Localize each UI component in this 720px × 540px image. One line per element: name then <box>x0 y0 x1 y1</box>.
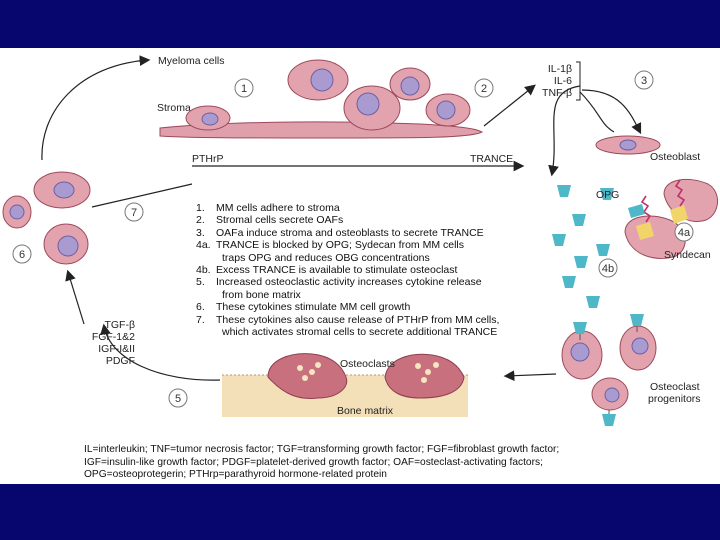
step-4a-text: 4a <box>678 227 691 239</box>
step-7-text: 7 <box>131 207 137 219</box>
osteoclast-progenitors-label-2: progenitors <box>648 393 701 405</box>
abbreviation-line: IGF=insulin-like growth factor; PDGF=pla… <box>84 457 644 470</box>
myeloma-cells-on-stroma <box>186 60 470 130</box>
osteoclasts-label: Osteoclasts <box>340 358 395 370</box>
bottom-frame-bar <box>0 484 720 540</box>
osteoclast-progenitors-label-1: Osteoclast <box>650 381 700 393</box>
cytokine-il1: IL-1β <box>548 63 572 75</box>
top-frame-bar <box>0 0 720 48</box>
step-3-text: 3 <box>641 75 647 87</box>
step-5-text: 5 <box>175 393 181 405</box>
step-6-text: 6 <box>19 249 25 261</box>
pthrp-label: PTHrP <box>192 153 224 165</box>
arrow-to-myeloma-group <box>68 272 84 324</box>
growth-factor-tgf: TGF-β <box>104 319 135 331</box>
legend-line: 7.These cytokines also cause release of … <box>196 314 536 326</box>
pthrp-connector <box>92 184 192 207</box>
osteoblast-label: Osteoblast <box>650 151 700 163</box>
legend-line: 3.OAFa induce stroma and osteoblasts to … <box>196 227 536 239</box>
abbreviation-line: OPG=osteoprotegerin; PTHrp=parathyroid h… <box>84 469 644 482</box>
legend-line: 4b.Excess TRANCE is available to stimula… <box>196 264 536 276</box>
syndecan-label: Syndecan <box>664 249 711 261</box>
opg-label: OPG <box>596 189 619 201</box>
growth-factor-fgf: FGF-1&2 <box>92 331 135 343</box>
step-1-text: 1 <box>241 83 247 95</box>
diagram-panel: Bone matrix Osteoclasts Stroma Myeloma c… <box>0 48 720 484</box>
steps-legend: 1.MM cells adhere to stroma 2.Stromal ce… <box>196 202 536 338</box>
legend-line: 1.MM cells adhere to stroma <box>196 202 536 214</box>
growth-factor-igf: IGF-I&II <box>98 343 135 355</box>
legend-line: 5.Increased osteoclastic activity increa… <box>196 276 536 288</box>
arrow-to-myeloma <box>42 60 148 160</box>
cytokine-il6: IL-6 <box>554 75 572 87</box>
syndecan-cells <box>625 179 718 258</box>
trance-label: TRANCE <box>470 153 513 165</box>
step-2-text: 2 <box>481 83 487 95</box>
arrow-to-osteoblast <box>582 90 640 132</box>
arrow-progenitors-to-osteoclasts <box>506 374 556 376</box>
legend-line: from bone matrix <box>196 289 536 301</box>
abbreviation-line: IL=interleukin; TNF=tumor necrosis facto… <box>84 444 644 457</box>
legend-line: traps OPG and reduces OBG concentrations <box>196 252 536 264</box>
step-4b-text: 4b <box>602 263 614 275</box>
arrow-to-opg-trance <box>552 86 580 174</box>
bone-matrix-label: Bone matrix <box>337 405 394 417</box>
legend-line: which activates stromal cells to secrete… <box>196 326 536 338</box>
myeloma-cells-label: Myeloma cells <box>158 55 225 67</box>
cytokine-tnf: TNF-β <box>542 87 572 99</box>
osteoclast-progenitor-cells <box>562 314 656 426</box>
stroma-label: Stroma <box>157 102 191 114</box>
growth-factor-pdgf: PDGF <box>106 355 135 367</box>
legend-line: 4a.TRANCE is blocked by OPG; Sydecan fro… <box>196 239 536 251</box>
opg-molecules <box>552 185 614 308</box>
legend-line: 2.Stromal cells secrete OAFs <box>196 214 536 226</box>
legend-line: 6.These cytokines stimulate MM cell grow… <box>196 301 536 313</box>
abbreviations-footnote: IL=interleukin; TNF=tumor necrosis facto… <box>84 444 644 482</box>
